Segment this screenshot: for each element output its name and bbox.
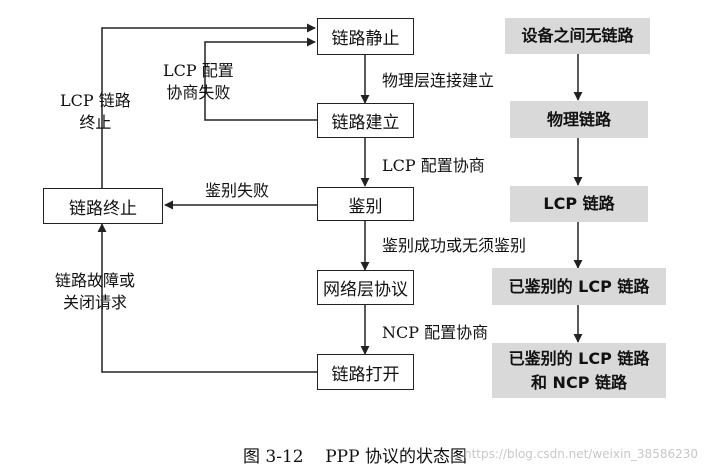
status-lcp-link: LCP 链路 bbox=[510, 186, 648, 222]
arrow-lcp-fail-loop bbox=[204, 37, 317, 121]
arrow-open-to-terminate bbox=[97, 223, 317, 373]
state-link-open: 链路打开 bbox=[317, 354, 414, 390]
status-no-link: 设备之间无链路 bbox=[505, 18, 650, 54]
label-lcp-term: LCP 链路 终止 bbox=[60, 91, 131, 132]
state-link-dead: 链路静止 bbox=[317, 18, 414, 55]
watermark: https://blog.csdn.net/weixin_38586230 bbox=[463, 447, 698, 461]
status-physical-link: 物理链路 bbox=[510, 101, 648, 138]
label-physical-up: 物理层连接建立 bbox=[382, 71, 495, 90]
label-lcp-fail: LCP 配置 协商失败 bbox=[163, 61, 234, 102]
state-link-establish: 链路建立 bbox=[317, 103, 414, 138]
label-fault: 链路故障或 关闭请求 bbox=[55, 271, 136, 312]
figure-caption: 图 3-12 PPP 协议的状态图 bbox=[243, 447, 467, 467]
status-auth-lcp-link: 已鉴别的 LCP 链路 bbox=[492, 268, 666, 305]
state-link-terminate: 链路终止 bbox=[43, 188, 163, 224]
label-ncp: NCP 配置协商 bbox=[382, 323, 489, 342]
status-auth-lcp-ncp-link: 已鉴别的 LCP 链路 和 NCP 链路 bbox=[492, 343, 666, 398]
state-network-layer: 网络层协议 bbox=[317, 270, 414, 305]
arrow-terminate-to-dead bbox=[101, 23, 316, 188]
label-lcp-ok: LCP 配置协商 bbox=[382, 156, 485, 175]
state-authenticate: 鉴别 bbox=[317, 187, 414, 221]
label-auth-fail: 鉴别失败 bbox=[205, 181, 270, 200]
label-auth-ok: 鉴别成功或无须鉴别 bbox=[382, 236, 527, 255]
